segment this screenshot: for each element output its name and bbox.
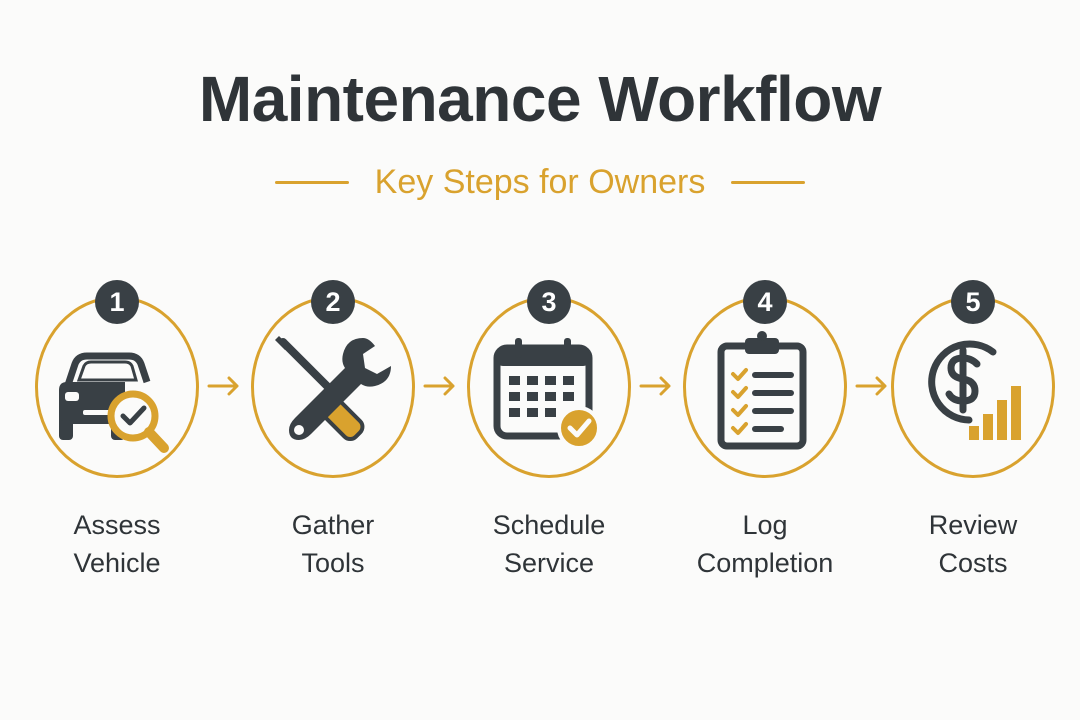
step-label-line2: Completion	[696, 548, 834, 578]
arrow-right-icon	[639, 376, 671, 396]
step-number-badge: 2	[311, 280, 355, 324]
page-title: Maintenance Workflow	[198, 63, 882, 135]
step-label-line2: Costs	[938, 548, 1008, 578]
step-label-line2: Tools	[301, 548, 365, 578]
step-label: Review Costs	[883, 506, 1063, 582]
dollar-chart-icon	[928, 340, 1021, 440]
step-label: Assess Vehicle	[27, 506, 207, 582]
car-inspection-icon	[59, 352, 169, 453]
arrow-right-icon	[207, 376, 239, 396]
arrow-right-icon	[855, 376, 887, 396]
subtitle-rule-left	[274, 180, 349, 184]
step-review-costs: 5 Review Costs	[883, 280, 1063, 580]
step-label-line2: Service	[503, 548, 595, 578]
step-label-line2: Vehicle	[73, 548, 161, 578]
step-label-line1: Schedule	[492, 510, 606, 540]
clipboard-checklist-icon	[717, 331, 807, 450]
subtitle: Key Steps for Owners	[374, 162, 706, 201]
step-assess-vehicle: 1 Assess Vehicle	[27, 280, 207, 580]
step-schedule-service: 3 Schedule Service	[459, 280, 639, 580]
calendar-check-icon	[493, 338, 601, 450]
step-label: Gather Tools	[243, 506, 423, 582]
step-label-line1: Review	[928, 510, 1018, 540]
subtitle-row: Key Steps for Owners	[0, 160, 1080, 204]
step-number-badge: 4	[743, 280, 787, 324]
step-label: Schedule Service	[459, 506, 639, 582]
step-ring	[251, 296, 415, 478]
step-log-completion: 4 Log Completion	[675, 280, 855, 580]
subtitle-rule-right	[731, 180, 806, 184]
step-label-line1: Log	[742, 510, 788, 540]
step-label-line1: Gather	[291, 510, 375, 540]
step-label: Log Completion	[675, 506, 855, 582]
step-number-badge: 5	[951, 280, 995, 324]
arrow-right-icon	[423, 376, 455, 396]
step-number-badge: 1	[95, 280, 139, 324]
wrench-screwdriver-icon	[275, 336, 391, 442]
step-gather-tools: 2 Gather Tools	[243, 280, 423, 580]
step-number-badge: 3	[527, 280, 571, 324]
step-label-line1: Assess	[73, 510, 161, 540]
